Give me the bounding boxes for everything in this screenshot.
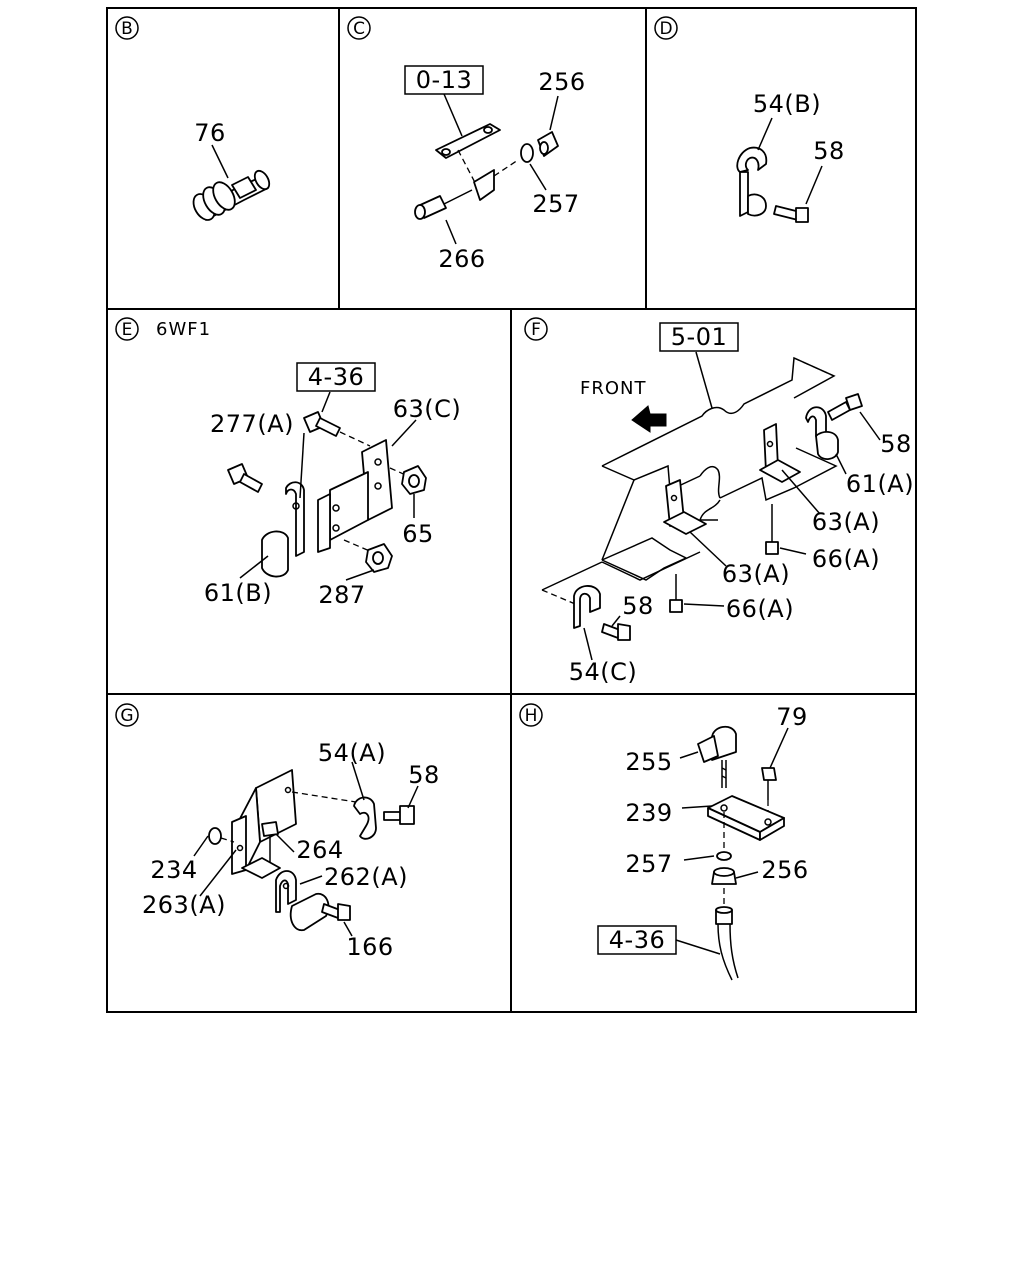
bracket-0-13	[435, 123, 501, 201]
ref-4-36-e: 4-36	[308, 363, 364, 391]
nut-65	[401, 465, 427, 495]
panel-b-marker-circle	[115, 16, 139, 40]
panel-c: C 0-13 256 257 266	[347, 16, 585, 273]
panel-b-letter: B	[121, 19, 133, 39]
label-256-h: 256	[761, 856, 808, 884]
nut-256-h	[711, 867, 737, 885]
panel-h-letter: H	[525, 706, 538, 726]
front-label: FRONT	[580, 378, 647, 399]
label-256: 256	[538, 68, 585, 96]
label-54a: 54(A)	[318, 739, 386, 767]
bracket-63a-left	[663, 479, 707, 535]
panel-e-subtitle: 6WF1	[156, 319, 211, 340]
bracket-63c	[317, 439, 393, 553]
label-239: 239	[625, 799, 672, 827]
label-54b: 54(B)	[753, 90, 821, 118]
label-262a: 262(A)	[324, 863, 408, 891]
panel-e: E 6WF1 4-36	[115, 317, 462, 609]
ref-box-4-36-e	[296, 362, 376, 392]
washer-257-h	[716, 851, 732, 861]
panel-d-letter: D	[659, 19, 672, 39]
ref-4-36-h: 4-36	[609, 926, 665, 954]
panel-f: F 5-01 FRONT	[524, 317, 914, 686]
ref-5-01: 5-01	[671, 323, 727, 351]
bolt-277a-upper	[303, 391, 341, 437]
label-65: 65	[402, 520, 434, 548]
panel-e-letter: E	[122, 320, 133, 340]
fitting-76	[192, 144, 271, 221]
panel-d: D 54(B) 58	[654, 16, 845, 223]
label-63a-lower: 63(A)	[722, 560, 790, 588]
panel-b: B 76	[115, 16, 271, 221]
brake-pipe-4-36	[715, 906, 739, 981]
clip-61a	[805, 406, 839, 460]
front-arrow-icon	[631, 405, 667, 433]
label-277a: 277(A)	[210, 410, 294, 438]
bolt-58-d	[773, 205, 809, 223]
clip-54c	[573, 585, 601, 629]
bolt-58-f-lower	[601, 623, 631, 641]
bolt-58-f-upper	[827, 393, 863, 421]
label-58-f-lower: 58	[622, 592, 654, 620]
clip-54b	[736, 146, 768, 217]
label-61b: 61(B)	[204, 579, 272, 607]
label-76: 76	[194, 119, 226, 147]
bolt-264	[261, 821, 279, 862]
panel-c-letter: C	[353, 19, 365, 39]
washer-234	[208, 827, 222, 845]
bracket-63a-right	[759, 423, 801, 483]
clip-61b	[261, 481, 305, 578]
nut-287	[365, 543, 393, 573]
label-54c: 54(C)	[569, 658, 638, 686]
fitting-266	[414, 189, 473, 220]
washer-257	[520, 143, 534, 163]
label-58-f-upper: 58	[880, 430, 912, 458]
label-263a: 263(A)	[142, 891, 226, 919]
plate-239	[707, 795, 785, 841]
label-61a: 61(A)	[846, 470, 914, 498]
label-63c: 63(C)	[393, 395, 462, 423]
label-266: 266	[438, 245, 485, 273]
label-257: 257	[532, 190, 579, 218]
bolt-66a-lower	[669, 574, 683, 613]
label-166: 166	[346, 933, 393, 961]
label-58-d: 58	[813, 137, 845, 165]
ref-box-5-01	[659, 322, 739, 352]
panel-g-letter: G	[120, 706, 133, 726]
label-79: 79	[776, 703, 808, 731]
tee-fitting-255	[697, 725, 737, 788]
clip-262a	[275, 870, 330, 932]
bolt-166	[321, 903, 351, 921]
label-63a-upper: 63(A)	[812, 508, 880, 536]
label-264: 264	[296, 836, 343, 864]
bolt-277a-lower	[227, 463, 263, 493]
bolt-66a-upper	[765, 504, 779, 555]
label-58-g: 58	[408, 761, 440, 789]
bolt-58-g	[383, 805, 415, 825]
ref-0-13: 0-13	[416, 66, 472, 94]
label-66a-upper: 66(A)	[812, 545, 880, 573]
label-287: 287	[318, 581, 365, 609]
panel-h: H	[519, 703, 808, 981]
label-255: 255	[625, 748, 672, 776]
frame-rail-5-01	[541, 356, 838, 607]
panel-g: G	[115, 703, 440, 961]
clip-54a	[353, 796, 377, 840]
panel-f-letter: F	[531, 320, 541, 340]
nut-256	[537, 131, 559, 157]
bolt-79	[761, 767, 777, 820]
label-257-h: 257	[625, 850, 672, 878]
label-66a-lower: 66(A)	[726, 595, 794, 623]
label-234: 234	[150, 856, 197, 884]
panel-grid	[106, 7, 917, 1013]
